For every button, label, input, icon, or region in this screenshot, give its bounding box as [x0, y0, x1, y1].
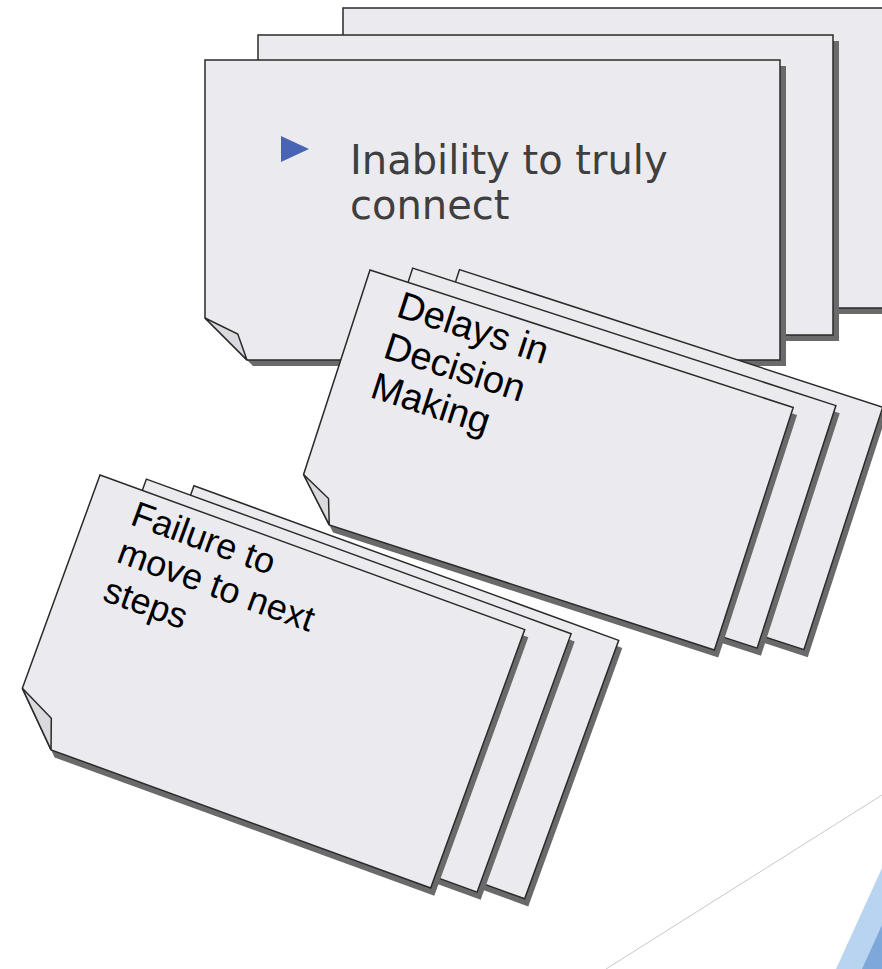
sheet-face	[6, 475, 525, 888]
decor-triangle	[862, 925, 882, 969]
decor-line	[606, 795, 882, 969]
folded-corner	[205, 318, 247, 360]
folded-corner	[291, 474, 341, 524]
note-text: Inability to truly connect	[350, 138, 680, 228]
decor-triangle	[836, 868, 882, 969]
folded-corner	[6, 688, 68, 750]
